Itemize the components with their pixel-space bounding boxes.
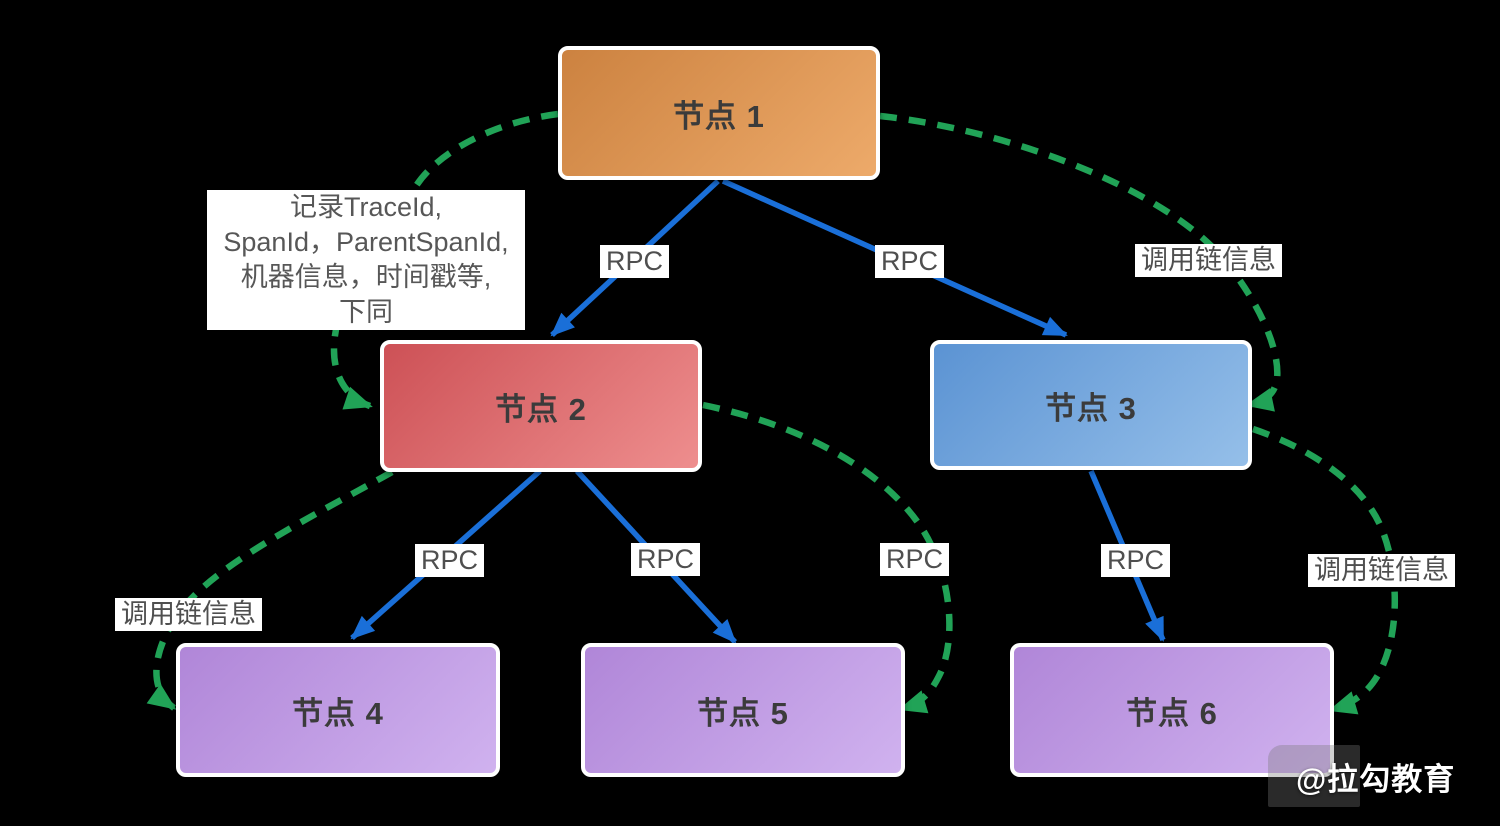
- watermark-backdrop: [1268, 745, 1360, 807]
- trace-note-line: SpanId，ParentSpanId,: [223, 227, 509, 257]
- trace-note-box: 记录TraceId, SpanId，ParentSpanId, 机器信息，时间戳…: [207, 190, 525, 330]
- rpc-label-node3-node6: RPC: [1101, 544, 1171, 577]
- chain-curve-node2-node4: [146, 469, 394, 711]
- node-3: 节点 3: [930, 340, 1252, 470]
- node-2: 节点 2: [380, 340, 702, 472]
- rpc-label-node2-node5: RPC: [631, 543, 701, 576]
- node-4: 节点 4: [176, 643, 500, 777]
- rpc-label-node1-node3: RPC: [875, 245, 945, 278]
- rpc-label-node2-node4: RPC: [415, 544, 485, 577]
- rpc-label-node1-node2: RPC: [600, 245, 670, 278]
- chain-label-top-right: 调用链信息: [1135, 244, 1282, 277]
- node-1: 节点 1: [558, 46, 880, 180]
- trace-note-line: 下同: [339, 297, 393, 327]
- watermark-text: @拉勾教育: [1296, 762, 1456, 797]
- chain-label-right: 调用链信息: [1308, 554, 1455, 587]
- node-6: 节点 6: [1010, 643, 1334, 777]
- chain-label-left: 调用链信息: [115, 598, 262, 631]
- trace-note-line: 机器信息，时间戳等,: [240, 262, 492, 292]
- trace-note-line: 记录TraceId,: [289, 192, 443, 222]
- rpc-label-chain-node2-node5: RPC: [880, 543, 950, 576]
- node-5: 节点 5: [581, 643, 905, 777]
